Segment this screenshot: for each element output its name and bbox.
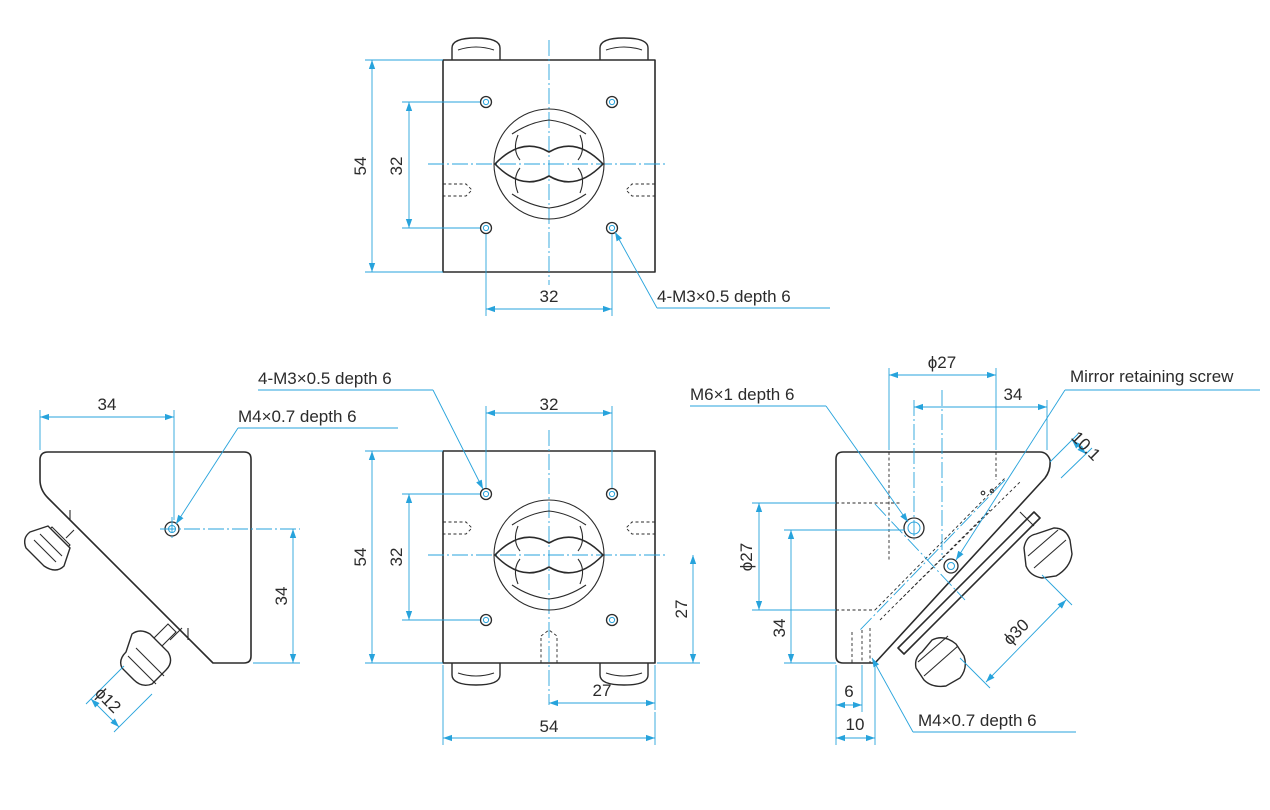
knob-top-right (599, 37, 649, 60)
callout-front-m3: 4-M3×0.5 depth 6 (258, 369, 392, 388)
dim-right-dia30: ϕ30 (999, 615, 1033, 649)
dim-top-height: 54 (351, 157, 370, 176)
front-view-holes (479, 487, 619, 627)
dim-right-34-left: 34 (770, 619, 789, 638)
dim-top-hole-h: 32 (540, 287, 559, 306)
callout-right-m6: M6×1 depth 6 (690, 385, 794, 404)
knob-bottom-left (451, 663, 501, 686)
front-view-aperture (493, 499, 605, 611)
callout-right-retain: Mirror retaining screw (1070, 367, 1234, 386)
dim-front-height: 54 (351, 548, 370, 567)
top-view-holes (479, 95, 619, 235)
dim-front-center-v: 27 (672, 600, 691, 619)
right-knob-lower (914, 635, 967, 688)
dim-front-center-h: 27 (593, 681, 612, 700)
dim-right-6: 6 (844, 682, 853, 701)
dim-right-10: 10 (846, 715, 865, 734)
top-view-aperture (493, 108, 605, 220)
front-view: 4-M3×0.5 depth 6 32 54 32 27 27 54 (258, 369, 700, 745)
callout-top-m3: 4-M3×0.5 depth 6 (657, 287, 791, 306)
dim-top-hole-v: 32 (387, 157, 406, 176)
left-knob-lower (119, 623, 183, 687)
left-side-view: 34 M4×0.7 depth 6 34 ϕ12 (23, 395, 398, 733)
dim-front-hole-h: 32 (540, 395, 559, 414)
dim-right-dia27-top: ϕ27 (928, 353, 956, 372)
left-knob-upper (23, 525, 75, 571)
dim-left-width: 34 (98, 395, 117, 414)
knob-bottom-right (599, 663, 649, 686)
dim-front-hole-v: 32 (387, 548, 406, 567)
dim-right-34-top: 34 (1004, 385, 1023, 404)
knob-top-left (451, 37, 501, 60)
dim-right-10-1: 10.1 (1067, 428, 1104, 465)
right-mirror-plate (897, 511, 1041, 655)
right-side-view: ϕ27 34 Mirror retaining screw M6×1 depth… (690, 353, 1260, 745)
right-knob-upper (1023, 527, 1073, 579)
top-view: 54 32 32 4-M3×0.5 depth 6 (351, 37, 830, 316)
dim-left-knob: ϕ12 (91, 683, 125, 717)
left-side-body (39, 451, 252, 664)
dim-left-height: 34 (272, 587, 291, 606)
dim-front-width: 54 (540, 717, 559, 736)
dim-right-dia27-left: ϕ27 (737, 543, 756, 571)
callout-left-m4: M4×0.7 depth 6 (238, 407, 357, 426)
callout-right-m4: M4×0.7 depth 6 (918, 711, 1037, 730)
